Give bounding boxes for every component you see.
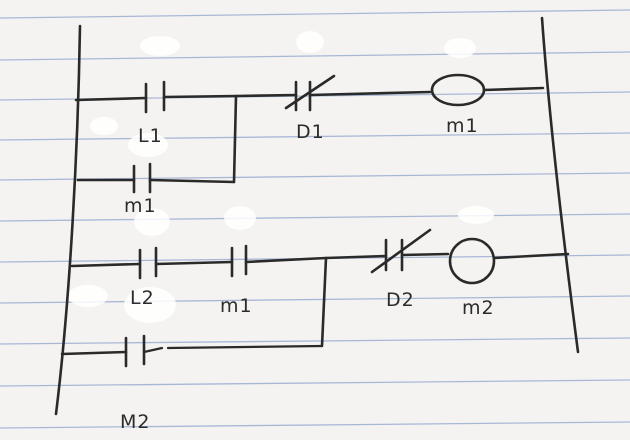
contact-d2-label: D2 [386, 289, 415, 311]
ruled-line [0, 132, 630, 141]
whiteout-smudge [134, 208, 170, 236]
branch-1-wire [148, 178, 236, 184]
whiteout-smudge [458, 206, 494, 224]
whiteout-smudge [124, 287, 176, 323]
left-power-rail [54, 24, 82, 416]
contact-l1-label: L1 [138, 125, 163, 147]
whiteout-smudge [224, 206, 256, 230]
branch-2-wire [142, 344, 324, 354]
rung-2-wire [154, 260, 234, 266]
coil-m2 [448, 237, 496, 285]
contact-d1-label: D1 [296, 121, 325, 143]
contact-m1-label: m1 [220, 295, 253, 317]
ruled-line [0, 51, 630, 61]
ruled-line [0, 337, 630, 345]
contact-m2-label: M2 [120, 411, 150, 433]
whiteout-smudge [128, 133, 168, 157]
whiteout-smudge [444, 38, 476, 58]
whiteout-smudge [296, 31, 324, 53]
ruled-line [0, 213, 630, 222]
rung-1-wire [308, 90, 432, 97]
coil-m1 [430, 73, 486, 107]
coil-m1-label: m1 [446, 115, 479, 137]
ruled-line [0, 295, 630, 304]
coil-m2-label: m2 [462, 297, 495, 319]
ruled-line [0, 9, 630, 19]
rung-2-wire [492, 252, 570, 260]
rung-1-wire [74, 96, 148, 102]
rung-2-wire [70, 262, 142, 268]
branch-1-vertical [232, 94, 238, 184]
whiteout-smudge [90, 117, 118, 135]
branch-2-vertical [320, 256, 328, 348]
ruled-line [0, 379, 630, 387]
whiteout-smudge [68, 285, 108, 307]
rung-1-wire [482, 86, 545, 92]
contact-d1-slash [284, 74, 336, 110]
right-power-rail [540, 16, 580, 354]
ruled-lines [0, 9, 630, 429]
ruled-line [0, 421, 630, 429]
branch-2-wire [60, 350, 128, 356]
contact-m1-label: m1 [124, 195, 157, 217]
rung-2-wire [400, 252, 450, 257]
contact-l2-label: L2 [130, 287, 155, 309]
contact-d2-slash [370, 228, 432, 274]
whiteout-smudge [140, 36, 180, 56]
rung-2: L2 m1 M2 D2 m2 [60, 228, 570, 433]
rung-1: L1 m1 D1 m1 [74, 73, 545, 217]
whiteout-smudges [68, 31, 494, 323]
